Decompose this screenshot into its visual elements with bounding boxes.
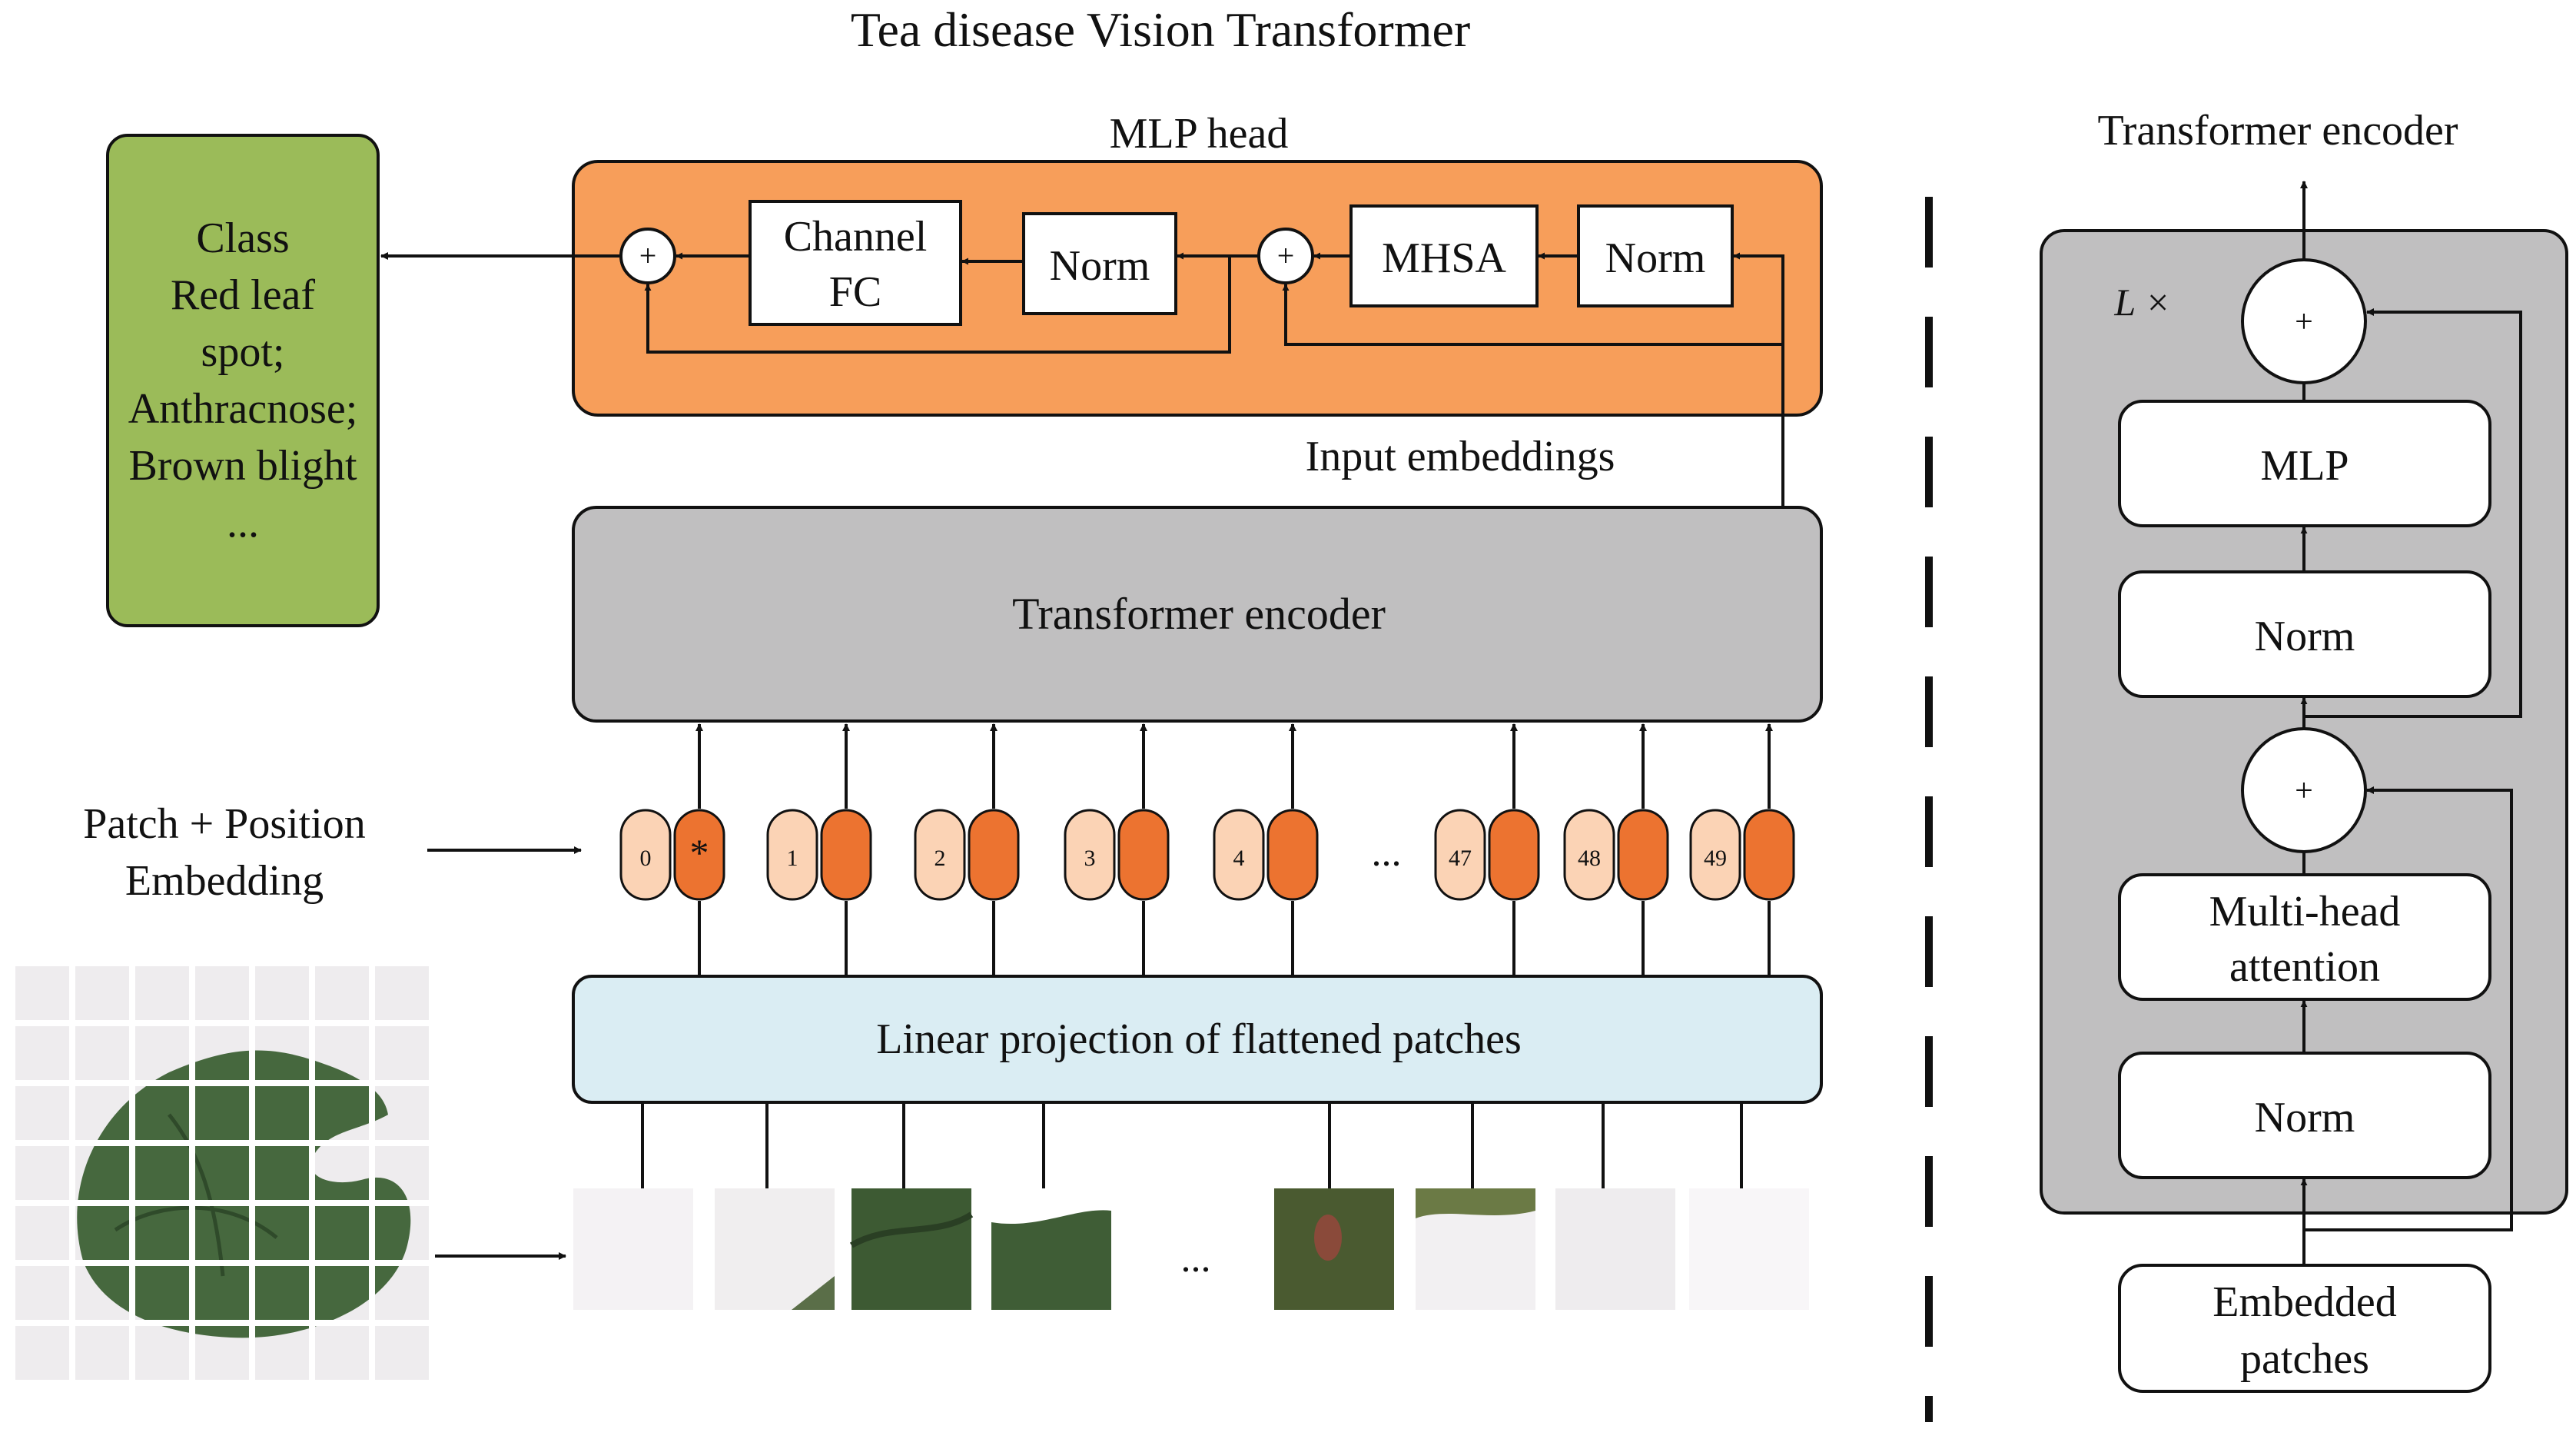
token-pair: 3 bbox=[1064, 723, 1170, 976]
mhsa-label: MHSA bbox=[1382, 234, 1506, 282]
token-index: 1 bbox=[787, 846, 798, 871]
patch-position-label: Embedding bbox=[125, 857, 324, 905]
token-index: 0 bbox=[640, 846, 652, 871]
patch-embedding-token bbox=[673, 809, 725, 901]
embedded-patches-label: Embedded bbox=[2213, 1278, 2396, 1326]
mlp-plus-right-sign: + bbox=[1277, 238, 1295, 273]
patch-embedding-token bbox=[1117, 809, 1170, 901]
class-line: Brown blight bbox=[128, 442, 357, 490]
input-embeddings-label: Input embeddings bbox=[1306, 433, 1615, 480]
patch-thumbnail bbox=[1416, 1102, 1535, 1310]
class-line: spot; bbox=[201, 328, 285, 376]
patch-embedding-token bbox=[1488, 809, 1540, 901]
token-pair: 48 bbox=[1563, 723, 1669, 976]
patch-thumbnail bbox=[1274, 1102, 1394, 1310]
encoder-repeat-label: L × bbox=[2113, 281, 2170, 324]
patches-ellipsis: ... bbox=[1181, 1237, 1211, 1281]
mlp-norm-left-box bbox=[1022, 212, 1177, 315]
class-token-marker: * bbox=[690, 831, 709, 874]
encoder-norm-bottom-label: Norm bbox=[2255, 1094, 2355, 1142]
token-index: 4 bbox=[1233, 846, 1245, 871]
token-index: 48 bbox=[1578, 846, 1601, 871]
token-pair: 49 bbox=[1689, 723, 1795, 976]
patch-image bbox=[1555, 1188, 1675, 1310]
encoder-mlp-label: MLP bbox=[2260, 442, 2349, 490]
mlp-head-label: MLP head bbox=[1110, 110, 1289, 158]
embedded-patches-label: patches bbox=[2240, 1335, 2369, 1383]
position-embedding-token bbox=[619, 809, 672, 901]
patch-embedding-token bbox=[820, 809, 872, 901]
mlp-norm-right-label: Norm bbox=[1605, 234, 1706, 282]
position-embedding-token bbox=[914, 809, 966, 901]
position-embedding-token bbox=[1689, 809, 1741, 901]
token-pair: 47 bbox=[1434, 723, 1540, 976]
patch-thumbnails bbox=[573, 1102, 1809, 1310]
channel-fc-label: Channel bbox=[784, 213, 928, 261]
linear-projection-label: Linear projection of flattened patches bbox=[876, 1015, 1522, 1063]
patch-embedding-token bbox=[1266, 809, 1319, 901]
encoder-detail-title: Transformer encoder bbox=[2097, 107, 2458, 155]
transformer-encoder-label: Transformer encoder bbox=[1012, 589, 1386, 639]
class-line: Class bbox=[196, 214, 289, 262]
token-index: 47 bbox=[1449, 846, 1472, 871]
position-embedding-token bbox=[766, 809, 818, 901]
mhsa-box bbox=[1349, 204, 1539, 307]
patch-thumbnail bbox=[715, 1102, 835, 1310]
encoder-norm-top-label: Norm bbox=[2255, 613, 2355, 660]
encoder-plus-top-sign: + bbox=[2295, 304, 2313, 340]
patch-position-label: Patch + Position bbox=[83, 800, 366, 848]
token-index: 3 bbox=[1084, 846, 1096, 871]
token-pair: 2 bbox=[914, 723, 1020, 976]
class-output-box bbox=[106, 134, 380, 627]
channel-fc-label: FC bbox=[829, 268, 882, 316]
patch-thumbnail bbox=[573, 1102, 693, 1310]
class-line: Red leaf bbox=[171, 271, 315, 319]
patch-thumbnail bbox=[991, 1102, 1111, 1310]
position-embedding-token bbox=[1434, 809, 1486, 901]
class-line: Anthracnose; bbox=[128, 385, 358, 433]
channel-fc-box bbox=[749, 200, 962, 326]
mlp-plus-left bbox=[619, 228, 676, 284]
token-pair: 1 bbox=[766, 723, 872, 976]
position-embedding-token bbox=[1064, 809, 1116, 901]
position-embedding-token bbox=[1213, 809, 1265, 901]
patch-image bbox=[1689, 1188, 1809, 1310]
mlp-head-connectors bbox=[380, 252, 1784, 506]
token-index: 49 bbox=[1704, 846, 1727, 871]
patch-image bbox=[715, 1188, 835, 1310]
linear-projection-box bbox=[572, 975, 1823, 1104]
position-embedding-token bbox=[1563, 809, 1615, 901]
encoder-detail-connectors bbox=[2300, 181, 2522, 1265]
leaf-image bbox=[9, 960, 435, 1386]
token-index: 2 bbox=[934, 846, 946, 871]
encoder-plus-bottom-sign: + bbox=[2295, 773, 2313, 809]
patch-thumbnail bbox=[849, 1102, 974, 1310]
token-pair: 0* bbox=[619, 723, 725, 976]
mlp-plus-left-sign: + bbox=[639, 238, 657, 273]
patch-embedding-token bbox=[968, 809, 1020, 901]
patch-embedding-token bbox=[1617, 809, 1669, 901]
mlp-plus-right bbox=[1257, 228, 1314, 284]
token-ellipsis: ... bbox=[1372, 831, 1402, 875]
mlp-norm-left-label: Norm bbox=[1050, 242, 1150, 290]
patch-thumbnail bbox=[1555, 1102, 1675, 1310]
patch-thumbnail bbox=[1689, 1102, 1809, 1310]
patch-image bbox=[573, 1188, 693, 1310]
mlp-norm-right-box bbox=[1577, 204, 1734, 307]
token-pair: 4 bbox=[1213, 723, 1319, 976]
class-output-text: Class Red leaf spot; Anthracnose; Brown … bbox=[128, 214, 358, 547]
patch-embedding-token bbox=[1743, 809, 1795, 901]
encoder-mha-label: attention bbox=[2229, 943, 2380, 991]
transformer-encoder-box bbox=[572, 506, 1823, 723]
diagram-title: Tea disease Vision Transformer bbox=[851, 2, 1470, 57]
class-line: ... bbox=[227, 499, 259, 547]
encoder-mha-label: Multi-head bbox=[2209, 888, 2401, 935]
patch-image bbox=[851, 1188, 971, 1310]
